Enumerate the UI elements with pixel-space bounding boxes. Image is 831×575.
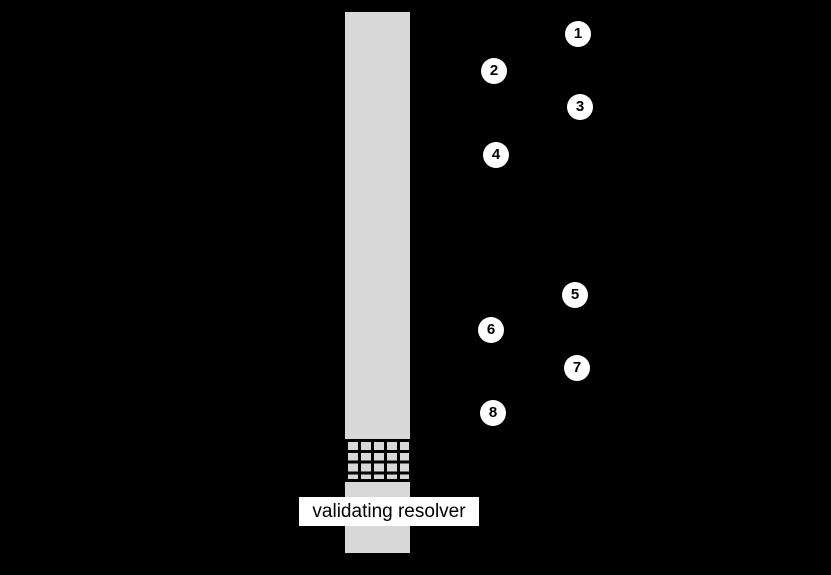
step-marker-2: 2	[481, 58, 507, 84]
step-marker-4: 4	[483, 142, 509, 168]
step-marker-3: 3	[567, 94, 593, 120]
step-marker-6: 6	[478, 317, 504, 343]
step-marker-7: 7	[564, 355, 590, 381]
resolver-label-text: validating resolver	[312, 501, 466, 522]
step-marker-8: 8	[480, 400, 506, 426]
step-marker-5: 5	[562, 282, 588, 308]
validation-grid-section	[345, 439, 410, 482]
step-marker-1: 1	[565, 21, 591, 47]
resolver-label: validating resolver	[299, 497, 479, 526]
